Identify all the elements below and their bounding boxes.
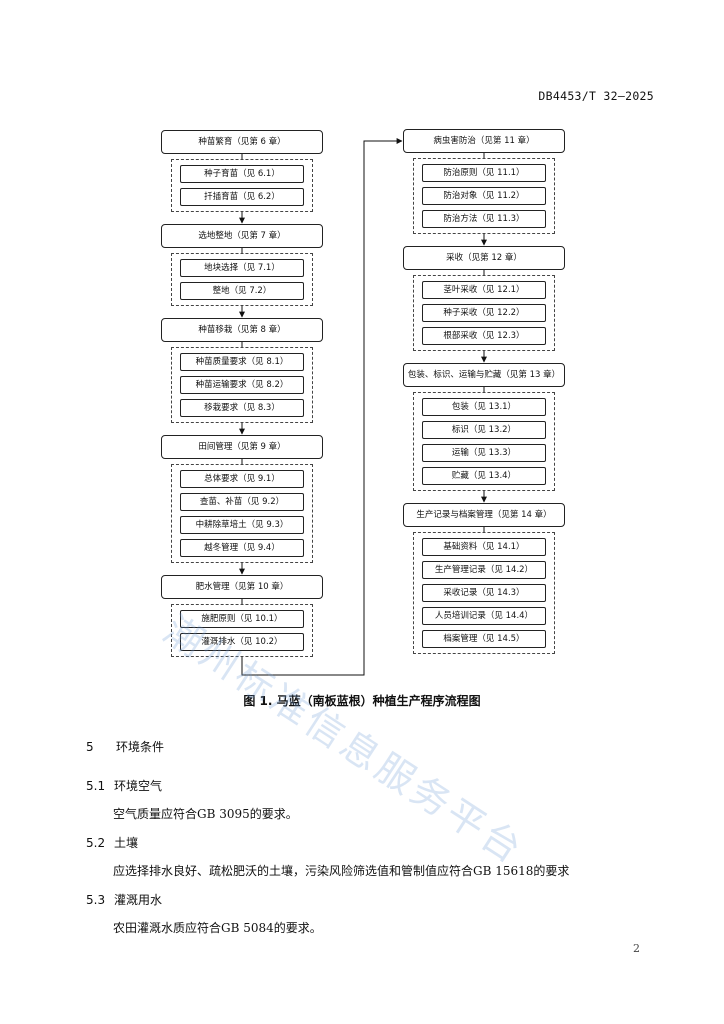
subsection-heading-5-1: 5.1 环境空气	[86, 777, 162, 794]
flow-substeps-right-1	[413, 158, 555, 234]
section-heading: 5 环境条件	[86, 738, 164, 755]
section-number: 5	[86, 740, 94, 754]
flow-step-left-5: 肥水管理（见第 10 章）	[161, 575, 323, 599]
section-title: 环境条件	[116, 740, 165, 754]
paragraph-5-3: 农田灌溉水质应符合GB 5084的要求。	[113, 921, 322, 935]
flow-step-left-1: 种苗繁育（见第 6 章）	[161, 130, 323, 154]
flow-substep-right-4-5: 档案管理（见 14.5）	[422, 630, 546, 648]
flow-substeps-left-1	[171, 159, 313, 212]
flow-substep-right-4-2: 生产管理记录（见 14.2）	[422, 561, 546, 579]
flow-step-left-3: 种苗移栽（见第 8 章）	[161, 318, 323, 342]
flow-substep-left-5-2: 灌溉排水（见 10.2）	[180, 633, 304, 651]
flow-step-right-1: 病虫害防治（见第 11 章）	[403, 129, 565, 153]
subsection-title: 环境空气	[114, 779, 163, 793]
flow-substep-right-2-3: 根部采收（见 12.3）	[422, 327, 546, 345]
flow-step-left-4: 田间管理（见第 9 章）	[161, 435, 323, 459]
flow-substeps-left-4	[171, 464, 313, 563]
flow-substep-left-3-1: 种苗质量要求（见 8.1）	[180, 353, 304, 371]
flow-substep-right-3-3: 运输（见 13.3）	[422, 444, 546, 462]
flow-substep-right-1-1: 防治原则（见 11.1）	[422, 164, 546, 182]
flow-substeps-right-2	[413, 275, 555, 351]
flow-substeps-right-4	[413, 532, 555, 654]
subsection-number: 5.1	[86, 779, 106, 793]
flow-substep-left-3-2: 种苗运输要求（见 8.2）	[180, 376, 304, 394]
flow-substep-left-4-3: 中耕除草培土（见 9.3）	[180, 516, 304, 534]
flow-substep-left-1-2: 扦插育苗（见 6.2）	[180, 188, 304, 206]
flow-substep-left-4-2: 查苗、补苗（见 9.2）	[180, 493, 304, 511]
flow-substeps-left-3	[171, 347, 313, 423]
flow-substep-left-3-3: 移栽要求（见 8.3）	[180, 399, 304, 417]
flow-substep-right-4-3: 采收记录（见 14.3）	[422, 584, 546, 602]
flow-substep-right-3-2: 标识（见 13.2）	[422, 421, 546, 439]
flow-substep-left-2-1: 地块选择（见 7.1）	[180, 259, 304, 277]
flow-substep-right-1-3: 防治方法（见 11.3）	[422, 210, 546, 228]
flow-substeps-right-3	[413, 392, 555, 491]
subsection-title: 土壤	[114, 836, 139, 850]
subsection-heading-5-2: 5.2 土壤	[86, 834, 138, 851]
flow-step-right-4: 生产记录与档案管理（见第 14 章）	[403, 503, 565, 527]
flow-substep-left-5-1: 施肥原则（见 10.1）	[180, 610, 304, 628]
paragraph-5-1: 空气质量应符合GB 3095的要求。	[113, 807, 298, 821]
flow-substeps-left-5	[171, 604, 313, 657]
flow-substep-left-1-1: 种子育苗（见 6.1）	[180, 165, 304, 183]
paragraph-5-2: 应选择排水良好、疏松肥沃的土壤，污染风险筛选值和管制值应符合GB 15618的要…	[113, 864, 570, 878]
document-code: DB4453/T 32—2025	[538, 89, 654, 103]
flow-substep-right-4-4: 人员培训记录（见 14.4）	[422, 607, 546, 625]
subsection-heading-5-3: 5.3 灌溉用水	[86, 891, 162, 908]
subsection-number: 5.2	[86, 836, 106, 850]
flow-substep-right-2-1: 茎叶采收（见 12.1）	[422, 281, 546, 299]
subsection-title: 灌溉用水	[114, 893, 163, 907]
flow-substep-left-4-1: 总体要求（见 9.1）	[180, 470, 304, 488]
subsection-number: 5.3	[86, 893, 106, 907]
figure-caption: 图 1. 马蓝（南板蓝根）种植生产程序流程图	[243, 694, 481, 708]
flow-substep-right-3-4: 贮藏（见 13.4）	[422, 467, 546, 485]
flow-substep-right-3-1: 包装（见 13.1）	[422, 398, 546, 416]
flow-substep-right-2-2: 种子采收（见 12.2）	[422, 304, 546, 322]
flow-substep-left-2-2: 整地（见 7.2）	[180, 282, 304, 300]
flow-substeps-left-2	[171, 253, 313, 306]
flow-substep-right-1-2: 防治对象（见 11.2）	[422, 187, 546, 205]
flow-step-right-2: 采收（见第 12 章）	[403, 246, 565, 270]
flow-substep-left-4-4: 越冬管理（见 9.4）	[180, 539, 304, 557]
page-number: 2	[633, 942, 640, 955]
flow-step-left-2: 选地整地（见第 7 章）	[161, 224, 323, 248]
flow-substep-right-4-1: 基础资料（见 14.1）	[422, 538, 546, 556]
flow-step-right-3: 包装、标识、运输与贮藏（见第 13 章）	[403, 363, 565, 387]
